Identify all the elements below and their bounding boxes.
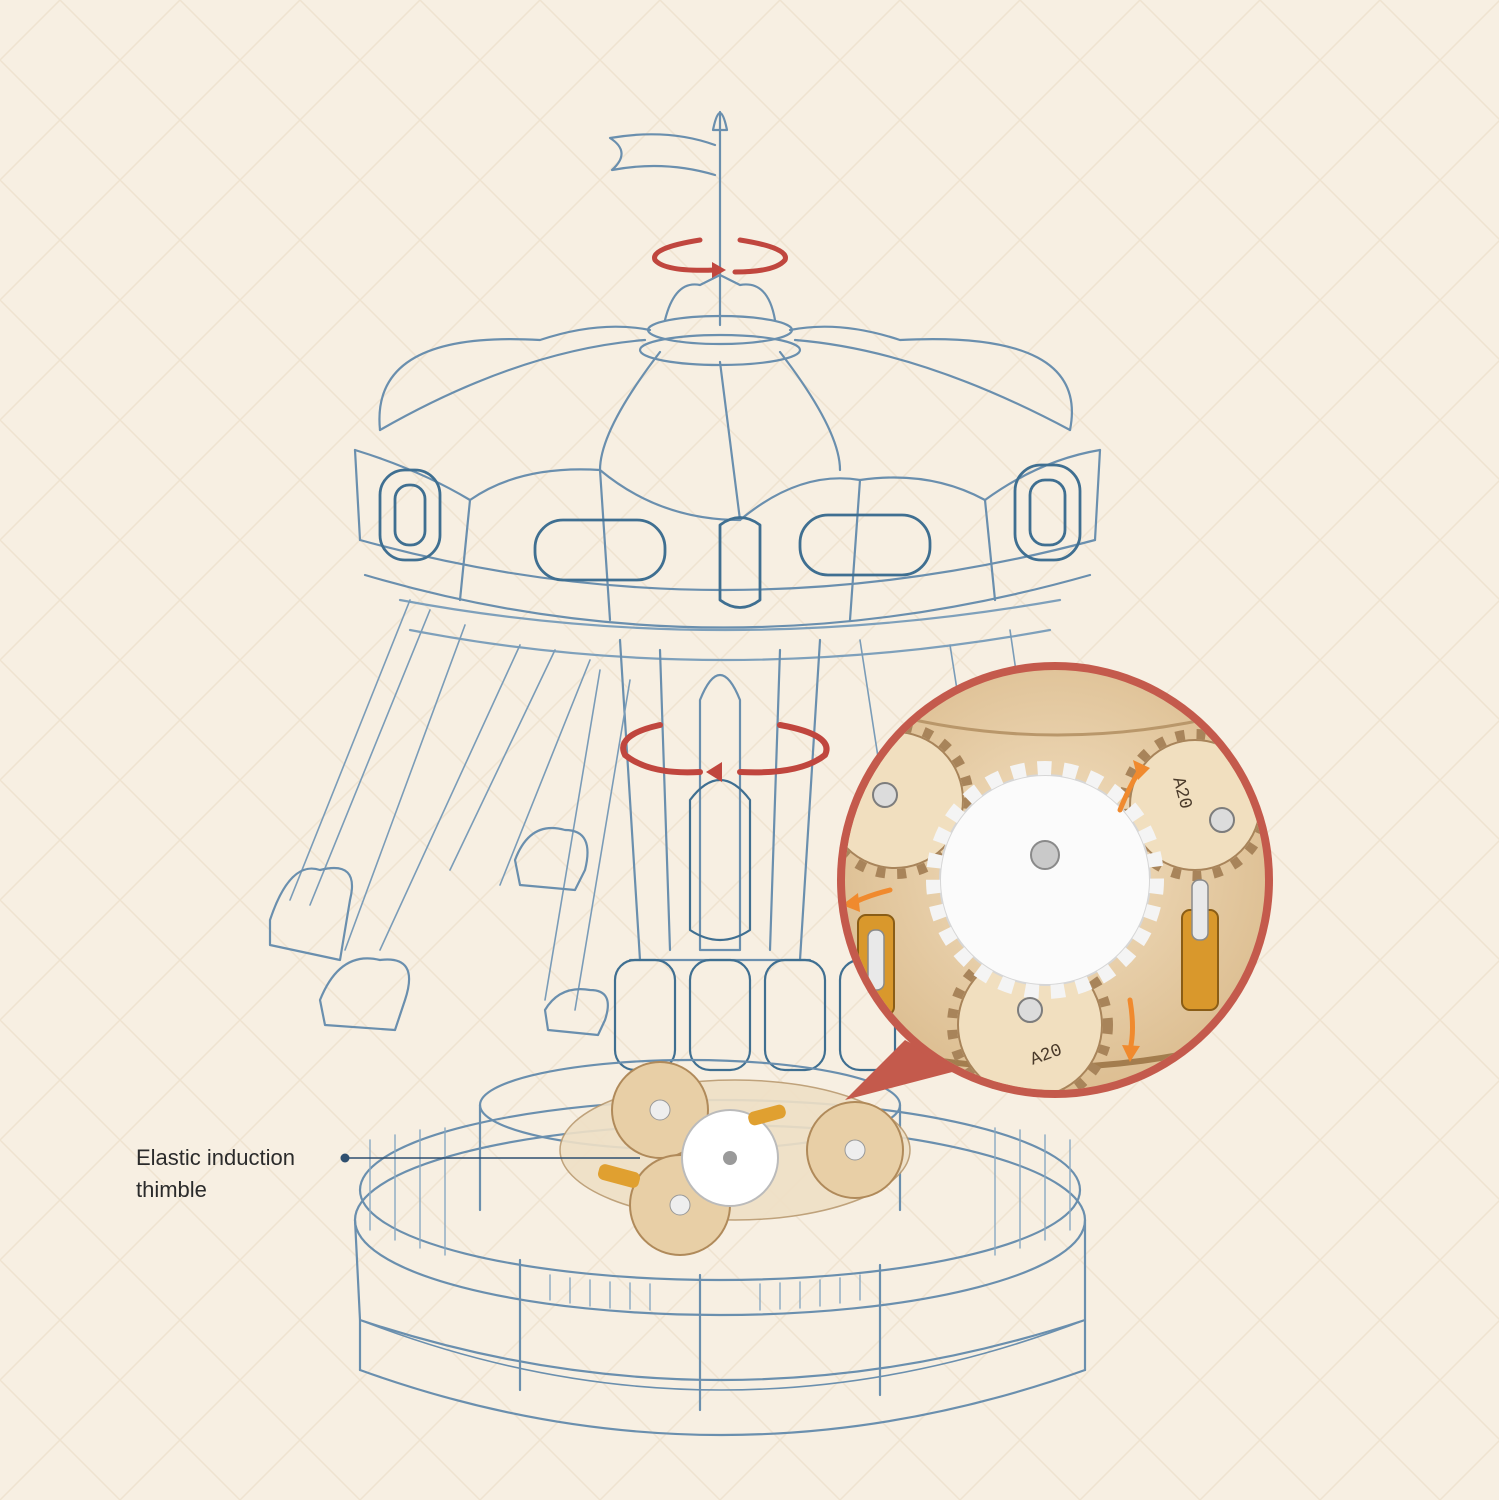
base [353,1058,1087,1437]
base-fence [369,1127,1071,1311]
callout-dot [340,1153,350,1163]
inset-thimble-right [1181,879,1219,1011]
callout-label: Elastic induction thimble [136,1142,295,1206]
center-screw [1030,840,1060,870]
motion-arrow-down [1127,997,1135,1053]
central-column [618,638,822,962]
callout-label-line1: Elastic induction [136,1145,295,1170]
base-gear-assembly [559,1061,911,1256]
swing-seats [268,826,609,1037]
canopy [353,325,1102,629]
zoom-inset: A20 A20 [837,662,1273,1100]
carousel-line-drawing [268,110,1102,1437]
rotation-arrow-middle [620,722,830,782]
callout-label-line2: thimble [136,1177,207,1202]
canopy-ornaments [378,463,1082,609]
flag-pole [608,110,729,327]
white-drive-gear [939,774,1151,986]
rotation-arrow-top [652,237,788,278]
swing-chains [289,599,1046,1011]
